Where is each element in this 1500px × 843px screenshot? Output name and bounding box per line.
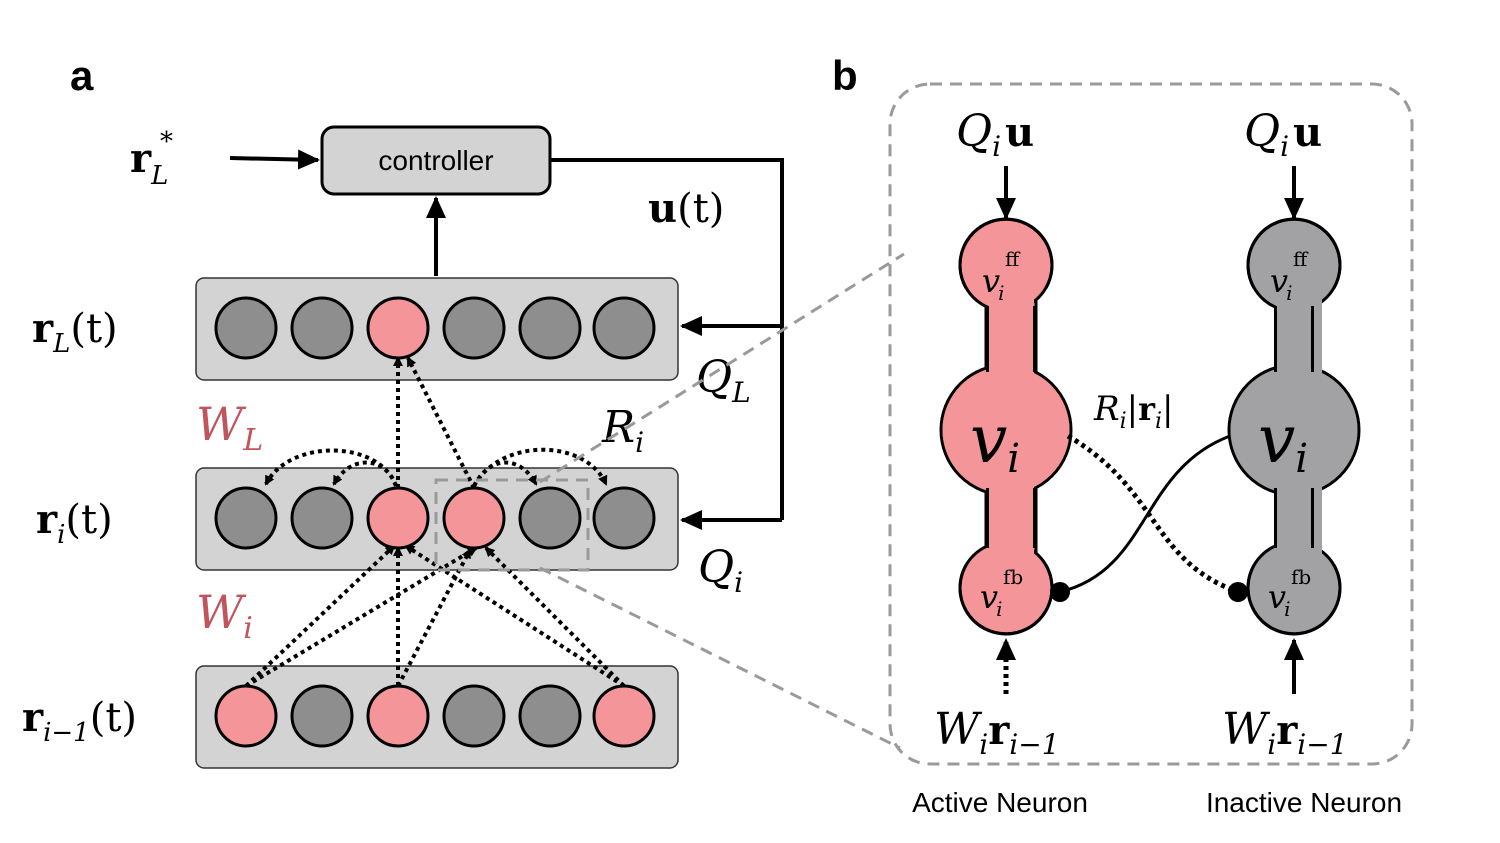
layer-label-i: ri(t) <box>36 496 113 550</box>
inactive-fb-label: vi <box>1268 578 1290 621</box>
inactive-fb-sup: fb <box>1291 565 1311 589</box>
layer-label-L: rL(t) <box>32 305 118 359</box>
feedback-line <box>550 158 784 520</box>
target-star: * <box>160 127 173 157</box>
inactive-neuron <box>1227 217 1361 636</box>
target-label: rL <box>130 135 168 191</box>
ff-connections-L <box>393 356 476 489</box>
neuron-L-4 <box>518 296 582 360</box>
inactive-ff-sup: ff <box>1293 247 1309 271</box>
inactive-ff-label: vi <box>1270 262 1292 305</box>
controller-label: controller <box>378 145 493 176</box>
panel-label-b: b <box>832 52 858 99</box>
neuron-L-5 <box>592 296 656 360</box>
QL-label: QL <box>696 352 751 409</box>
inactive-bottom-input: Wiri−1 <box>1222 704 1348 761</box>
controller-box: controller <box>320 125 552 196</box>
active-fb-sup: fb <box>1003 565 1023 589</box>
neuron-i-1-2 <box>366 684 430 748</box>
neuron-i-0 <box>214 486 278 550</box>
neuron-i-1-4 <box>518 684 582 748</box>
neuron-i-1-1 <box>290 684 354 748</box>
neuron-i-5 <box>592 486 656 550</box>
neuron-i-2 <box>366 486 430 550</box>
inactive-soma-label: vi <box>1258 401 1308 482</box>
WL-label: WL <box>196 397 263 458</box>
neuron-L-2 <box>366 296 430 360</box>
lateral-synapse-active <box>1050 582 1070 602</box>
inactive-neuron-caption: Inactive Neuron <box>1206 787 1402 818</box>
neuron-L-3 <box>442 296 506 360</box>
neuron-detail-box <box>888 82 1414 766</box>
active-soma-label: vi <box>970 401 1020 482</box>
lateral-synapse-inactive <box>1228 582 1248 602</box>
neuron-i-1 <box>290 486 354 550</box>
layer-label-i-1: ri−1(t) <box>22 694 137 748</box>
active-neuron <box>939 217 1073 636</box>
active-ff-sup: ff <box>1005 247 1021 271</box>
active-ff-label: vi <box>982 262 1004 305</box>
Qi-label: Qi <box>698 542 743 599</box>
Wi-label: Wi <box>196 585 253 646</box>
active-bottom-input: Wiri−1 <box>934 704 1060 761</box>
panel-label-a: a <box>70 52 94 99</box>
lateral-label: Ri|ri| <box>1093 389 1174 434</box>
zoom-line-bottom <box>539 566 901 750</box>
neuron-i-4 <box>518 486 582 550</box>
zoom-line-top <box>539 252 905 484</box>
lateral-connections <box>264 447 608 487</box>
layer-neurons <box>214 296 656 748</box>
active-fb-label: vi <box>980 578 1002 621</box>
Ri-label: Ri <box>601 402 644 459</box>
lateral-inhibition-solid <box>1059 434 1231 594</box>
neuron-L-1 <box>290 296 354 360</box>
neuron-L-0 <box>214 296 278 360</box>
neuron-i-1-3 <box>442 684 506 748</box>
neuron-i-1-0 <box>214 684 278 748</box>
active-neuron-caption: Active Neuron <box>912 787 1088 818</box>
neuron-i-3 <box>442 486 506 550</box>
lateral-inhibition-dotted <box>1066 433 1239 595</box>
target-arrow <box>229 149 320 170</box>
neuron-i-1-5 <box>592 684 656 748</box>
control-signal-label: u(t) <box>648 185 724 232</box>
